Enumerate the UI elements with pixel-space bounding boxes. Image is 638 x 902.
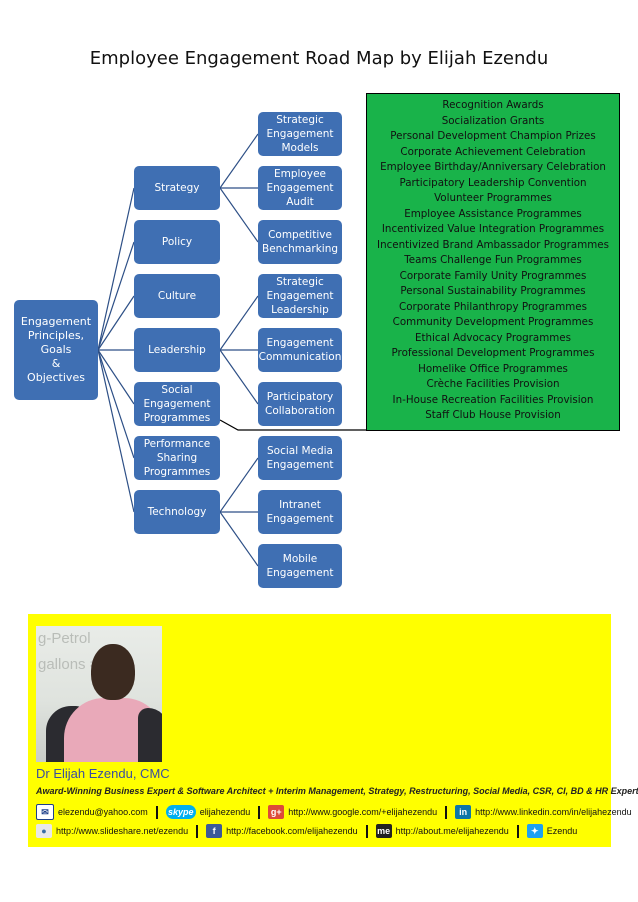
connector-root-culture (97, 295, 135, 351)
programme-item: Recognition Awards (442, 99, 544, 111)
skype-link[interactable]: elijahezendu (199, 807, 251, 817)
connector-root-strategy (97, 187, 135, 351)
programme-item: Participatory Leadership Convention (399, 176, 587, 189)
connector-strategy-benchmarking (219, 187, 259, 243)
programme-item: In-House Recreation Facilities Provision (392, 393, 594, 406)
node-employee-engagement-audit: Employee Engagement Audit (258, 166, 342, 210)
twitter-link[interactable]: Ezendu (546, 826, 578, 836)
connector-technology-mobile (219, 511, 259, 567)
node-leadership: Leadership (134, 328, 220, 372)
linkedin-icon: in (455, 805, 472, 819)
author-photo: g-Petrol gallons = Volu (36, 626, 162, 762)
programme-item: Corporate Achievement Celebration (400, 145, 586, 158)
page-title: Employee Engagement Road Map by Elijah E… (89, 48, 549, 69)
node-policy: Policy (134, 220, 220, 264)
programme-item: Professional Development Programmes (391, 347, 595, 359)
connector-root-technology (97, 349, 135, 513)
connector-root-policy (97, 241, 135, 351)
programme-item: Personal Sustainability Programmes (400, 285, 586, 297)
programme-item: Community Development Programmes (392, 316, 594, 328)
node-mobile-engagement: Mobile Engagement (258, 544, 342, 588)
photo-background-text: g-Petrol (38, 630, 91, 647)
connector-strategy-models (219, 133, 259, 189)
programme-item: Homelike Office Programmes (418, 362, 568, 375)
twitter-icon: ✦ (526, 824, 543, 838)
connector-lines (97, 133, 366, 567)
programme-item: Employee Birthday/Anniversary Celebratio… (380, 161, 606, 173)
author-name: Dr Elijah Ezendu, CMC (36, 766, 170, 781)
facebook-icon: f (206, 824, 223, 838)
programme-item: Staff Club House Provision (425, 409, 561, 421)
programme-item: Employee Assistance Programmes (404, 207, 582, 220)
connector-social-programmes (219, 419, 366, 431)
node-participatory-collaboration: Participatory Collaboration (258, 382, 342, 426)
programme-item: Teams Challenge Fun Programmes (404, 254, 582, 266)
connector-technology-social (219, 457, 259, 513)
author-tagline: Award-Winning Business Expert & Software… (36, 786, 638, 796)
programme-item: Crèche Facilities Provision (426, 378, 560, 390)
node-technology: Technology (134, 490, 220, 534)
slideshare-icon: ● (36, 824, 52, 838)
programme-item: Volunteer Programmes (434, 192, 552, 204)
contact-row-2: ● http://www.slideshare.net/ezendu f htt… (36, 824, 577, 838)
author-footer: g-Petrol gallons = Volu Dr Elijah Ezendu… (28, 614, 638, 847)
programme-item: Incentivized Value Integration Programme… (381, 223, 605, 235)
node-performance-sharing: Performance Sharing Programmes (134, 436, 220, 480)
programmes-box: Recognition Awards Socialization Grants … (366, 93, 620, 431)
programme-item: Incentivized Brand Ambassador Programmes (377, 238, 609, 251)
programme-item: Ethical Advocacy Programmes (414, 331, 571, 344)
node-social-media-engagement: Social Media Engagement (258, 436, 342, 480)
connector-root-performance (97, 349, 135, 459)
node-social-engagement: Social Engagement Programmes (134, 382, 220, 426)
connector-root-social (97, 349, 135, 405)
connector-leadership-strategic (219, 295, 259, 351)
node-strategy: Strategy (134, 166, 220, 210)
node-strategic-engagement-leadership: Strategic Engagement Leadership (258, 274, 342, 318)
programme-item: Corporate Family Unity Programmes (399, 269, 587, 282)
node-intranet-engagement: Intranet Engagement (258, 490, 342, 534)
node-culture: Culture (134, 274, 220, 318)
skype-icon: skype (165, 805, 196, 819)
facebook-link[interactable]: http://facebook.com/elijahezendu (226, 826, 358, 836)
programme-item: Socialization Grants (441, 114, 545, 127)
googleplus-link[interactable]: http://www.google.com/+elijahezendu (288, 807, 438, 817)
node-strategic-engagement-models: Strategic Engagement Models (258, 112, 342, 156)
programme-item: Corporate Philanthropy Programmes (399, 300, 587, 313)
connector-leadership-collaboration (219, 349, 259, 405)
contact-row-1: ✉ elezendu@yahoo.com skype elijahezendu … (36, 804, 632, 820)
node-engagement-communication: Engagement Communication (258, 328, 342, 372)
aboutme-link[interactable]: http://about.me/elijahezendu (395, 826, 509, 836)
email-icon: ✉ (36, 804, 54, 820)
programmes-list: Recognition Awards Socialization Grants … (367, 94, 619, 424)
node-competitive-benchmarking: Competitive Benchmarking (258, 220, 342, 264)
linkedin-link[interactable]: http://www.linkedin.com/in/elijahezendu (475, 807, 632, 817)
email-link[interactable]: elezendu@yahoo.com (58, 807, 148, 817)
aboutme-icon: me (375, 824, 392, 838)
root-node: Engagement Principles, Goals & Objective… (14, 300, 98, 400)
googleplus-icon: g+ (268, 805, 285, 819)
programme-item: Personal Development Champion Prizes (390, 130, 596, 142)
slideshare-link[interactable]: http://www.slideshare.net/ezendu (56, 826, 189, 836)
